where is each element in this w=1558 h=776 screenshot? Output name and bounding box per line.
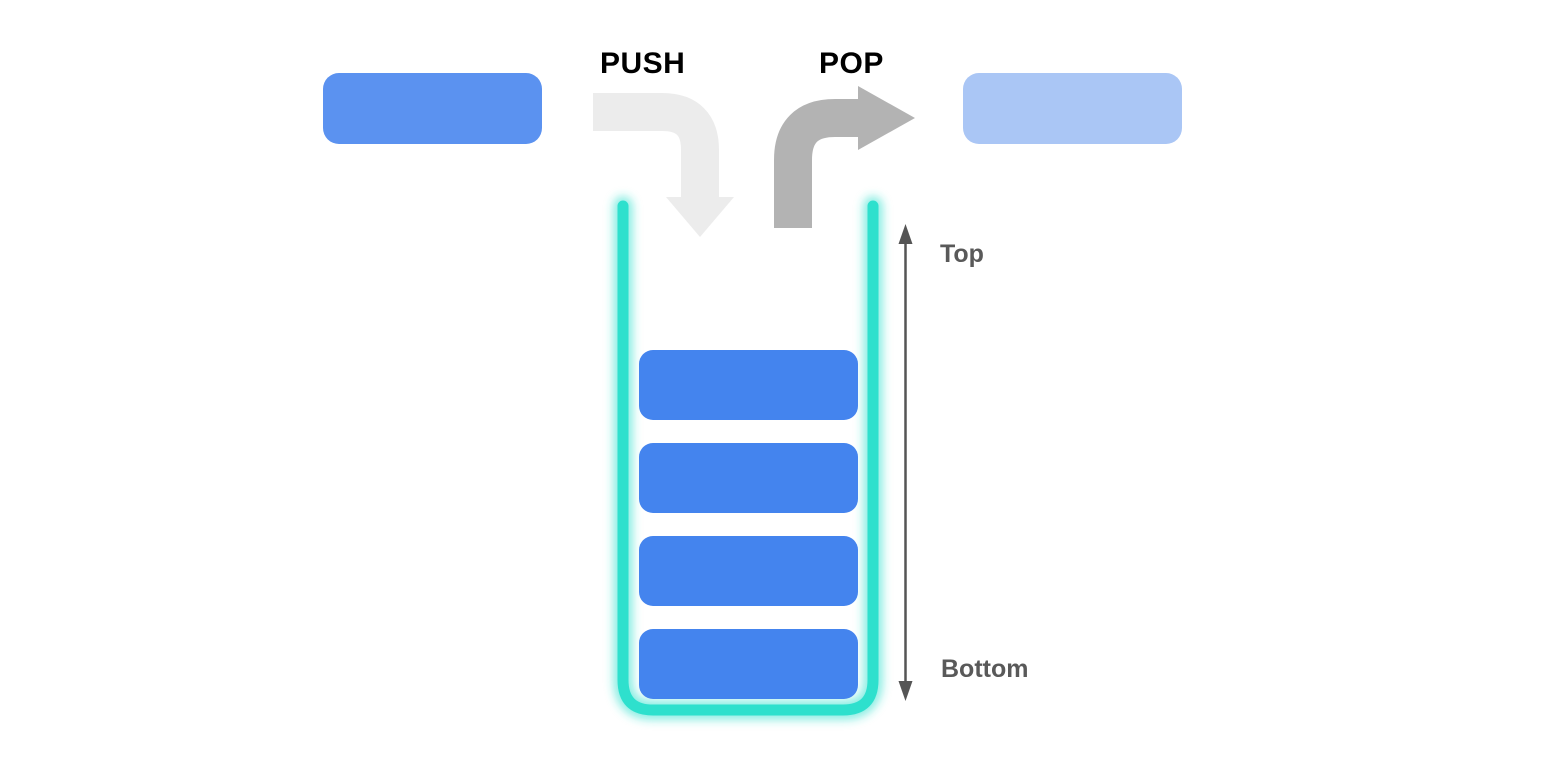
stack-item [639, 536, 858, 606]
top-bottom-range-arrow-icon [898, 224, 913, 701]
incoming-stack-element [323, 73, 542, 144]
push-operation-label: PUSH [600, 47, 686, 80]
top-marker-label: Top [940, 240, 984, 268]
stack-item [639, 443, 858, 513]
pop-arrow-shaft [774, 99, 860, 228]
pop-arrow-icon [774, 86, 915, 228]
push-arrow-icon [593, 93, 734, 237]
stack-item [639, 629, 858, 699]
push-arrow-head [666, 197, 734, 237]
pop-operation-label: POP [819, 47, 884, 80]
stack-container [613, 196, 883, 720]
range-arrow-head-bottom [898, 681, 913, 701]
stack-item [639, 350, 858, 420]
stack-container-wall [617, 200, 879, 716]
push-arrow-shaft [593, 93, 719, 198]
range-arrow-head-top [898, 224, 913, 244]
outgoing-stack-element [963, 73, 1182, 144]
bottom-marker-label: Bottom [941, 655, 1029, 683]
pop-arrow-head [858, 86, 915, 150]
